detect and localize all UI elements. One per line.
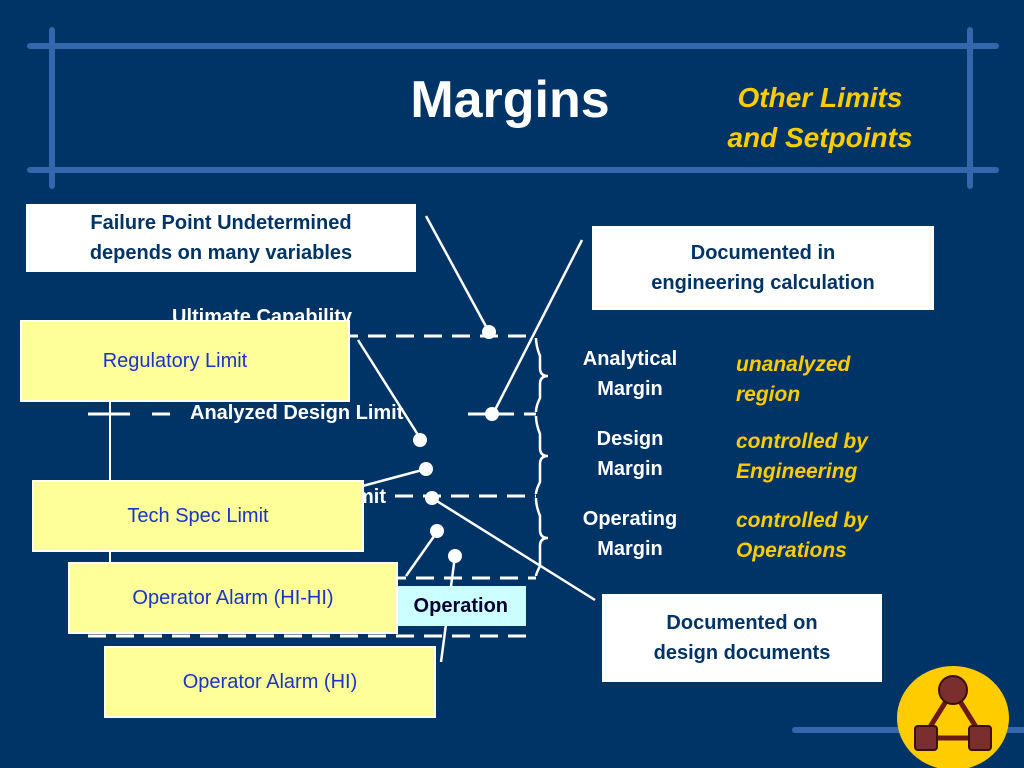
- design-margin-line-2: Margin: [597, 458, 663, 480]
- analytical-note: unanalyzed region: [736, 350, 850, 410]
- operating-note-line-2: Operations: [736, 539, 847, 562]
- analytical-margin-line-1: Analytical: [582, 348, 678, 370]
- operating-note-line-1: controlled by: [736, 509, 868, 532]
- documented-calc-line-1: Documented in: [690, 242, 836, 264]
- documented-design-line-1: Documented on: [666, 612, 818, 634]
- documented-design-line-2: design documents: [653, 642, 831, 664]
- design-note-line-2: Engineering: [736, 460, 858, 483]
- failure-point-line-2: depends on many variables: [89, 242, 353, 264]
- documented-calc-callout: Documented in engineering calculation: [590, 224, 936, 312]
- analytical-margin-line-2: Margin: [597, 378, 663, 400]
- operating-margin-label: Operating Margin: [560, 504, 700, 564]
- design-margin-label: Design Margin: [560, 424, 700, 484]
- failure-point-callout: Failure Point Undetermined depends on ma…: [24, 202, 418, 274]
- alarm-hi-label: Operator Alarm (HI): [182, 670, 358, 693]
- operating-margin-line-1: Operating: [582, 508, 678, 530]
- normal-operation-label: Operation: [413, 594, 508, 617]
- design-note-line-1: controlled by: [736, 430, 868, 453]
- subtitle: Other Limits and Setpoints: [690, 78, 950, 158]
- documented-design-callout: Documented on design documents: [600, 592, 884, 684]
- alarm-hihi-label: Operator Alarm (HI-HI): [132, 586, 334, 609]
- subtitle-line-2: and Setpoints: [727, 122, 913, 153]
- subtitle-line-1: Other Limits: [737, 82, 903, 113]
- analytical-note-line-1: unanalyzed: [736, 353, 851, 376]
- failure-point-line-1: Failure Point Undetermined: [90, 212, 352, 234]
- tech-spec-limit-label: Tech Spec Limit: [127, 504, 269, 527]
- regulatory-limit-label: Regulatory Limit: [102, 349, 248, 372]
- page-title: Margins: [410, 71, 610, 129]
- alarm-hihi-box: Operator Alarm (HI-HI): [68, 562, 398, 634]
- regulatory-limit-box: Regulatory Limit: [20, 320, 350, 402]
- triangle-network-logo: [897, 666, 1009, 768]
- operating-note: controlled by Operations: [736, 506, 868, 566]
- analytical-note-line-2: region: [736, 383, 801, 406]
- documented-calc-line-2: engineering calculation: [651, 272, 875, 294]
- design-margin-line-1: Design: [596, 428, 664, 450]
- alarm-hi-box: Operator Alarm (HI): [104, 646, 436, 718]
- design-note: controlled by Engineering: [736, 427, 868, 487]
- operating-margin-line-2: Margin: [597, 538, 663, 560]
- tech-spec-limit-box: Tech Spec Limit: [32, 480, 364, 552]
- analyzed-design-limit-label: Analyzed Design Limit: [190, 402, 404, 424]
- analytical-margin-label: Analytical Margin: [560, 344, 700, 404]
